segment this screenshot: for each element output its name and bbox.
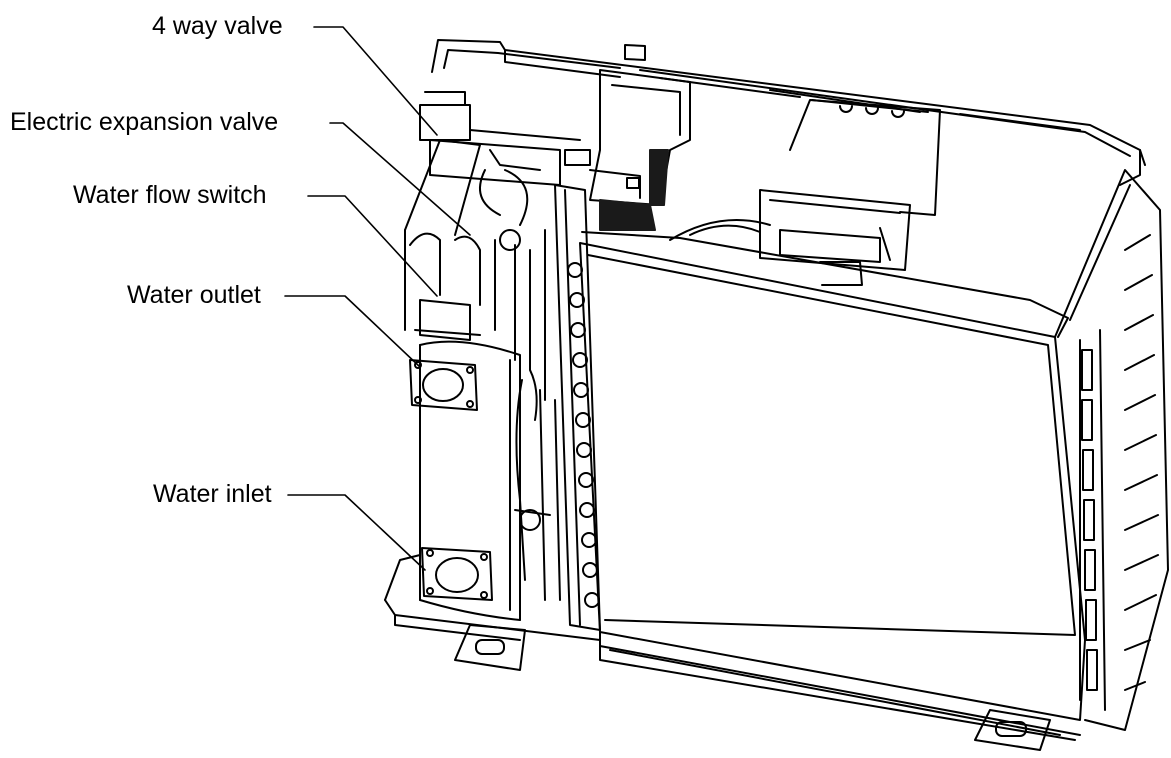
inner-pipes [514, 379, 561, 601]
water-inlet-flange [421, 547, 493, 601]
heat-exchanger-cylinder [419, 340, 521, 621]
base-feet [454, 624, 1051, 751]
valve-assembly [419, 91, 591, 251]
base-pan [384, 554, 1076, 741]
label-water-outlet: Water outlet [127, 281, 261, 309]
left-frame-piping [404, 139, 546, 421]
leader-lines [284, 26, 471, 571]
top-frame [431, 39, 1146, 186]
label-water-inlet: Water inlet [153, 480, 272, 508]
label-electric-expansion-valve: Electric expansion valve [10, 108, 279, 136]
leader-four-way-valve [313, 26, 438, 136]
label-four-way-valve: 4 way valve [152, 12, 283, 40]
leader-water-inlet [287, 494, 426, 571]
side-grille [1054, 169, 1169, 731]
label-water-flow-switch: Water flow switch [73, 181, 267, 209]
divider-plate [554, 184, 601, 631]
fan-motor-area [669, 89, 941, 271]
leader-electric-expansion-valve [329, 122, 471, 236]
control-bracket [589, 44, 691, 206]
leader-water-flow-switch [307, 195, 438, 297]
leader-water-outlet [284, 295, 421, 368]
fin-shade-2 [649, 149, 669, 206]
water-outlet-flange [409, 359, 478, 411]
fin-shade [599, 199, 656, 231]
